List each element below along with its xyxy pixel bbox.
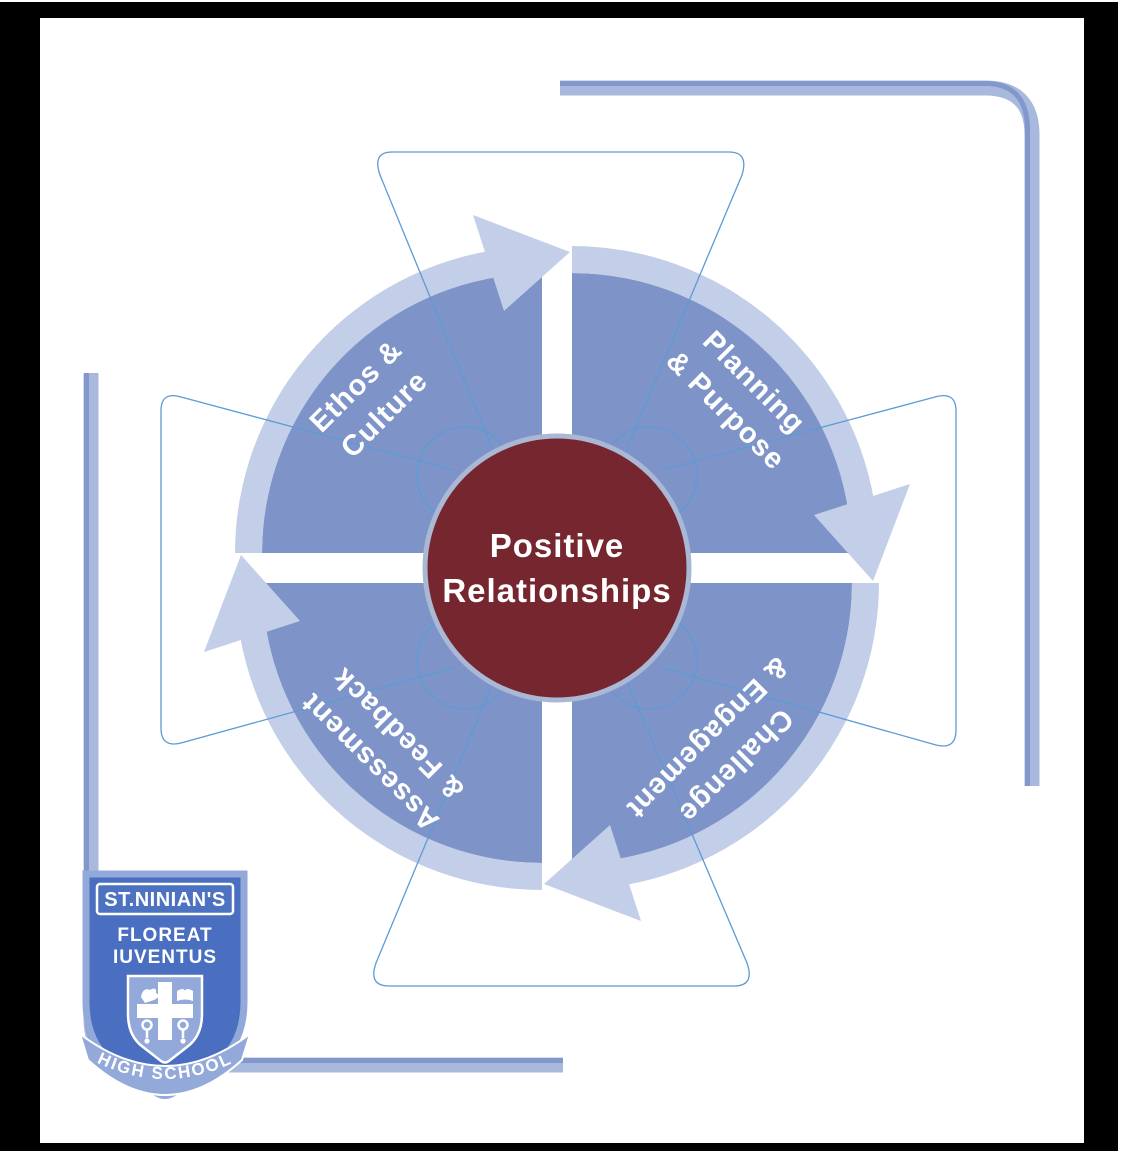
crest-ribbon — [79, 1033, 251, 1096]
quadrant-arc-band — [235, 251, 498, 553]
frame-bottom — [0, 1143, 1118, 1151]
callout-outlines — [160, 151, 957, 987]
crest-dove-icon — [141, 988, 159, 1003]
decorative-line-top-right — [560, 80, 1040, 786]
crest-emblems — [137, 982, 193, 1044]
crest-cross-icon — [137, 1004, 193, 1018]
center-label: Positive Relationships — [442, 527, 671, 609]
frame-right — [1084, 2, 1118, 1151]
frame-left — [0, 2, 40, 1151]
crest-name-banner — [95, 882, 235, 916]
callout-outline-bottom — [373, 669, 750, 987]
school-crest: ST.NINIAN'S FLOREAT IUVENTUS HIGH SCHOOL — [79, 870, 251, 1099]
crest-school-name: ST.NINIAN'S — [104, 889, 225, 911]
crest-motto-line1: FLOREAT — [117, 925, 212, 946]
center-label-line2: Relationships — [442, 572, 671, 609]
crest-motto-line2: IUVENTUS — [113, 947, 217, 968]
callout-outline-top — [377, 151, 745, 461]
crest-book-icon — [177, 989, 193, 1001]
arc-arrowhead-icon — [473, 215, 570, 311]
crest-scroll-icons — [141, 1019, 189, 1044]
center-circle — [422, 433, 692, 703]
callout-outline-left — [160, 394, 455, 745]
callout-outline-right — [661, 394, 957, 747]
frame-top — [0, 2, 1118, 18]
center-label-line1: Positive — [490, 527, 625, 564]
